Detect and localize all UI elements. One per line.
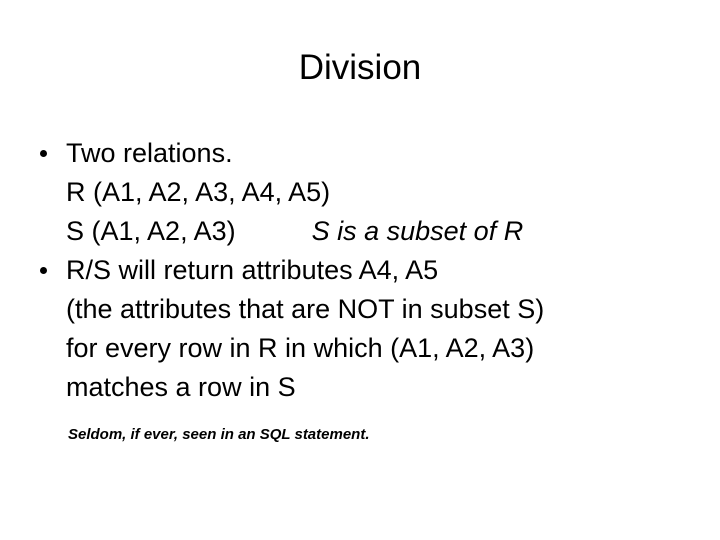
division-result-line-3: for every row in R in which (A1, A2, A3) xyxy=(38,329,698,368)
bullet-item-division-result: R/S will return attributes A4, A5 xyxy=(38,251,698,290)
slide-body: Two relations. R (A1, A2, A3, A4, A5) S … xyxy=(38,134,698,407)
bullet-group-two: R/S will return attributes A4, A5 (the a… xyxy=(38,251,698,407)
division-result-line-4: matches a row in S xyxy=(38,368,698,407)
division-result-line-4-text: matches a row in S xyxy=(66,372,296,402)
slide-footnote: Seldom, if ever, seen in an SQL statemen… xyxy=(68,426,370,443)
bullet-group-one: Two relations. R (A1, A2, A3, A4, A5) S … xyxy=(38,134,698,251)
relation-r-text: R (A1, A2, A3, A4, A5) xyxy=(66,177,331,207)
page-title: Division xyxy=(298,48,422,87)
subset-note-text: S is a subset of R xyxy=(311,216,524,246)
division-result-line-2: (the attributes that are NOT in subset S… xyxy=(38,290,698,329)
bullet-text-two-relations: Two relations. xyxy=(66,138,233,168)
bullet-text-division-result: R/S will return attributes A4, A5 xyxy=(66,255,439,285)
relation-s-definition: S (A1, A2, A3) S is a subset of R xyxy=(38,212,698,251)
division-result-line-2-text: (the attributes that are NOT in subset S… xyxy=(66,294,545,324)
relation-r-definition: R (A1, A2, A3, A4, A5) xyxy=(38,173,698,212)
division-result-line-3-text: for every row in R in which (A1, A2, A3) xyxy=(66,333,535,363)
relation-s-text: S (A1, A2, A3) xyxy=(66,216,236,246)
bullet-dot-icon xyxy=(40,251,60,290)
bullet-dot-icon xyxy=(40,134,60,173)
bullet-item-two-relations: Two relations. xyxy=(38,134,698,173)
